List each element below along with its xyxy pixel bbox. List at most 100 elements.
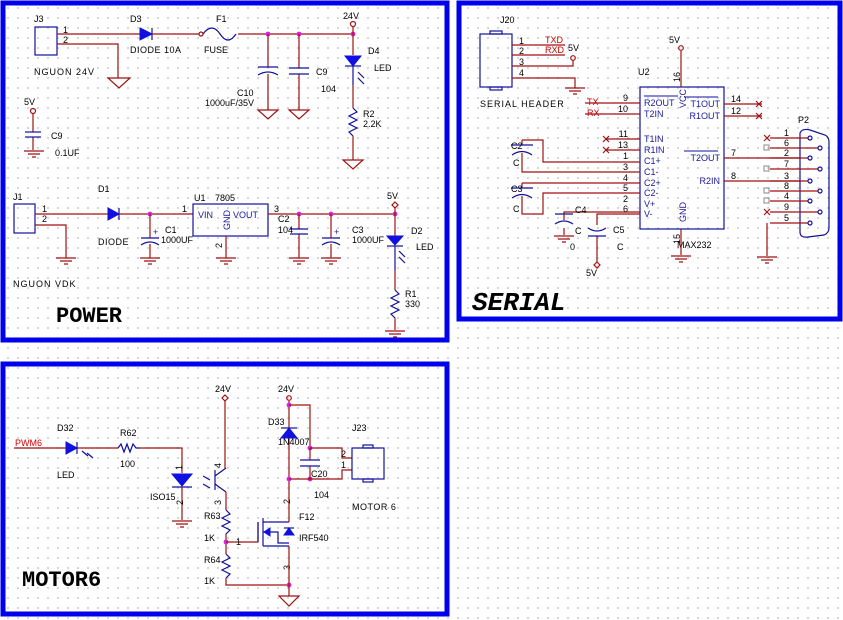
resistor-r1[interactable]: R1 330 (385, 270, 420, 338)
serial-c5-net: 5V (586, 268, 597, 278)
r1-value: 330 (405, 299, 420, 309)
diode-d3[interactable]: D3 DIODE 10A (130, 14, 182, 55)
serial-frame (456, 0, 843, 322)
connector-j3[interactable]: J3 1 2 NGUON 24V (34, 14, 95, 77)
capacitor-serial-c5[interactable]: C5 C 5V (586, 213, 640, 278)
c9b-value: 0.1UF (55, 148, 80, 158)
power-frame (0, 0, 450, 343)
d4-ref: D4 (368, 46, 380, 56)
connector-j23-motor[interactable]: J23 2 1 MOTOR 6 (341, 423, 396, 512)
u2-pin-name: T2IN (644, 109, 664, 119)
p2-pin-number: 2 (784, 148, 789, 158)
u2-pin-number: 3 (623, 162, 628, 172)
u2-pin-name: T2OUT (690, 153, 720, 163)
ground-icon (216, 257, 236, 265)
unconnected-pin-icon (763, 197, 770, 204)
no-connect-icon (763, 208, 771, 216)
capacitor-serial-c4[interactable]: C4 C 0 (554, 205, 640, 252)
serial-c3-ref: C3 (511, 184, 523, 194)
fuse-f1[interactable]: F1 FUSE (198, 14, 237, 55)
ground-icon (24, 150, 44, 158)
d33-ref: D33 (268, 417, 285, 427)
u1-pin-gnd: 2 (214, 243, 224, 248)
capacitor-c3[interactable]: + C3 1000UF (321, 214, 385, 265)
capacitor-c10[interactable]: C10 1000uF/35V (205, 34, 280, 120)
c10-value: 1000uF/35V (205, 98, 254, 108)
r62-value: 100 (120, 459, 135, 469)
led-icon (343, 55, 363, 67)
resistor-r62[interactable]: R62 100 (117, 428, 140, 469)
u2-pin-name: C1- (644, 167, 659, 177)
c9b-net: 5V (24, 97, 35, 107)
u2-pin-name: R2OUT (644, 98, 675, 108)
ground-icon (757, 256, 777, 264)
r64-ref: R64 (204, 555, 221, 565)
regulator-u1[interactable]: U1 7805 VIN VOUT GND 1 2 3 (182, 193, 279, 248)
optocoupler-iso15[interactable]: ISO15 1 2 4 3 (150, 463, 227, 528)
mosfet-f12[interactable]: 1 2 3 F12 IRF540 (236, 499, 329, 570)
capacitor-serial-c2[interactable]: C2 C (511, 139, 640, 173)
u2-pin-name: C1+ (644, 156, 661, 166)
diode-icon (139, 27, 154, 41)
r1-ref: R1 (405, 289, 417, 299)
u2-pin-name: R1OUT (689, 111, 720, 121)
capacitor-c9-104[interactable]: C9 104 (287, 34, 336, 120)
connector-j1[interactable]: J1 1 2 NGUON VDK (13, 192, 77, 289)
resistor-r2[interactable]: R2 2.2K (341, 85, 382, 170)
led-icon (65, 441, 79, 455)
d33-value: 1N4007 (278, 437, 310, 447)
led-d32[interactable]: D32 LED (57, 423, 94, 480)
d3-ref: D3 (130, 14, 142, 24)
led-d4[interactable]: D4 LED (343, 34, 392, 85)
net-24v: 24V (343, 11, 359, 21)
ground-icon (341, 159, 365, 170)
no-connect-icon (755, 112, 763, 120)
u2-pin-name: T1IN (644, 134, 664, 144)
diode-d33[interactable]: D33 1N4007 (268, 417, 310, 478)
u2-pin-number: 14 (731, 94, 741, 104)
j1-name: NGUON VDK (13, 279, 77, 289)
capacitor-c1[interactable]: + C1 1000UF (140, 214, 194, 265)
j1-pin2: 2 (42, 214, 47, 224)
power-section: POWER J3 1 2 NGUON 24V D3 DIODE 10A F1 F… (13, 11, 434, 338)
connector-j3-body (34, 26, 58, 56)
p2-pin-socket (807, 220, 813, 226)
d1-ref: D1 (98, 184, 110, 194)
j20-name: SERIAL HEADER (480, 99, 565, 109)
p2-pin-socket (807, 178, 813, 184)
j23-pin2: 2 (341, 449, 346, 459)
ground-icon (140, 257, 160, 265)
unconnected-pin-icon (763, 144, 770, 151)
connector-j20[interactable]: J20 1 2 3 4 SERIAL HEADER (479, 15, 565, 109)
diode-d1[interactable]: D1 DIODE (98, 184, 129, 247)
ground-icon (277, 595, 301, 607)
power-port-5v (391, 201, 399, 209)
db9-shell (799, 128, 830, 238)
resistor-r64[interactable]: R64 1K (204, 553, 232, 586)
serial-c4-extra: 0 (570, 242, 575, 252)
c3-plus: + (334, 227, 339, 237)
capacitor-serial-c3[interactable]: C3 C (511, 182, 640, 215)
j3-pin1: 1 (63, 25, 68, 35)
capacitor-c20[interactable]: C20 104 (289, 448, 352, 500)
u2-pin-name: V- (644, 209, 653, 219)
f1-ref: F1 (216, 14, 227, 24)
ground-icon (172, 520, 192, 528)
diode-icon (107, 207, 121, 221)
c3-value: 1000UF (352, 235, 385, 245)
capacitor-c2[interactable]: C2 104 (278, 214, 309, 265)
resistor-r63[interactable]: R63 1K (204, 509, 232, 543)
ground-icon (321, 257, 341, 265)
capacitor-c9-01uf[interactable]: 5V C9 0.1UF (24, 97, 80, 158)
led-d2[interactable]: D2 LED (385, 214, 434, 270)
r62-ref: R62 (120, 428, 137, 438)
u2-pin-name: R1IN (644, 145, 665, 155)
d2-ref: D2 (411, 226, 423, 236)
p2-pin-socket (807, 135, 813, 141)
c1-value: 1000UF (161, 235, 194, 245)
d2-value: LED (416, 242, 434, 252)
u2-value: MAX232 (677, 240, 712, 250)
p2-pin-number: 1 (784, 128, 789, 138)
